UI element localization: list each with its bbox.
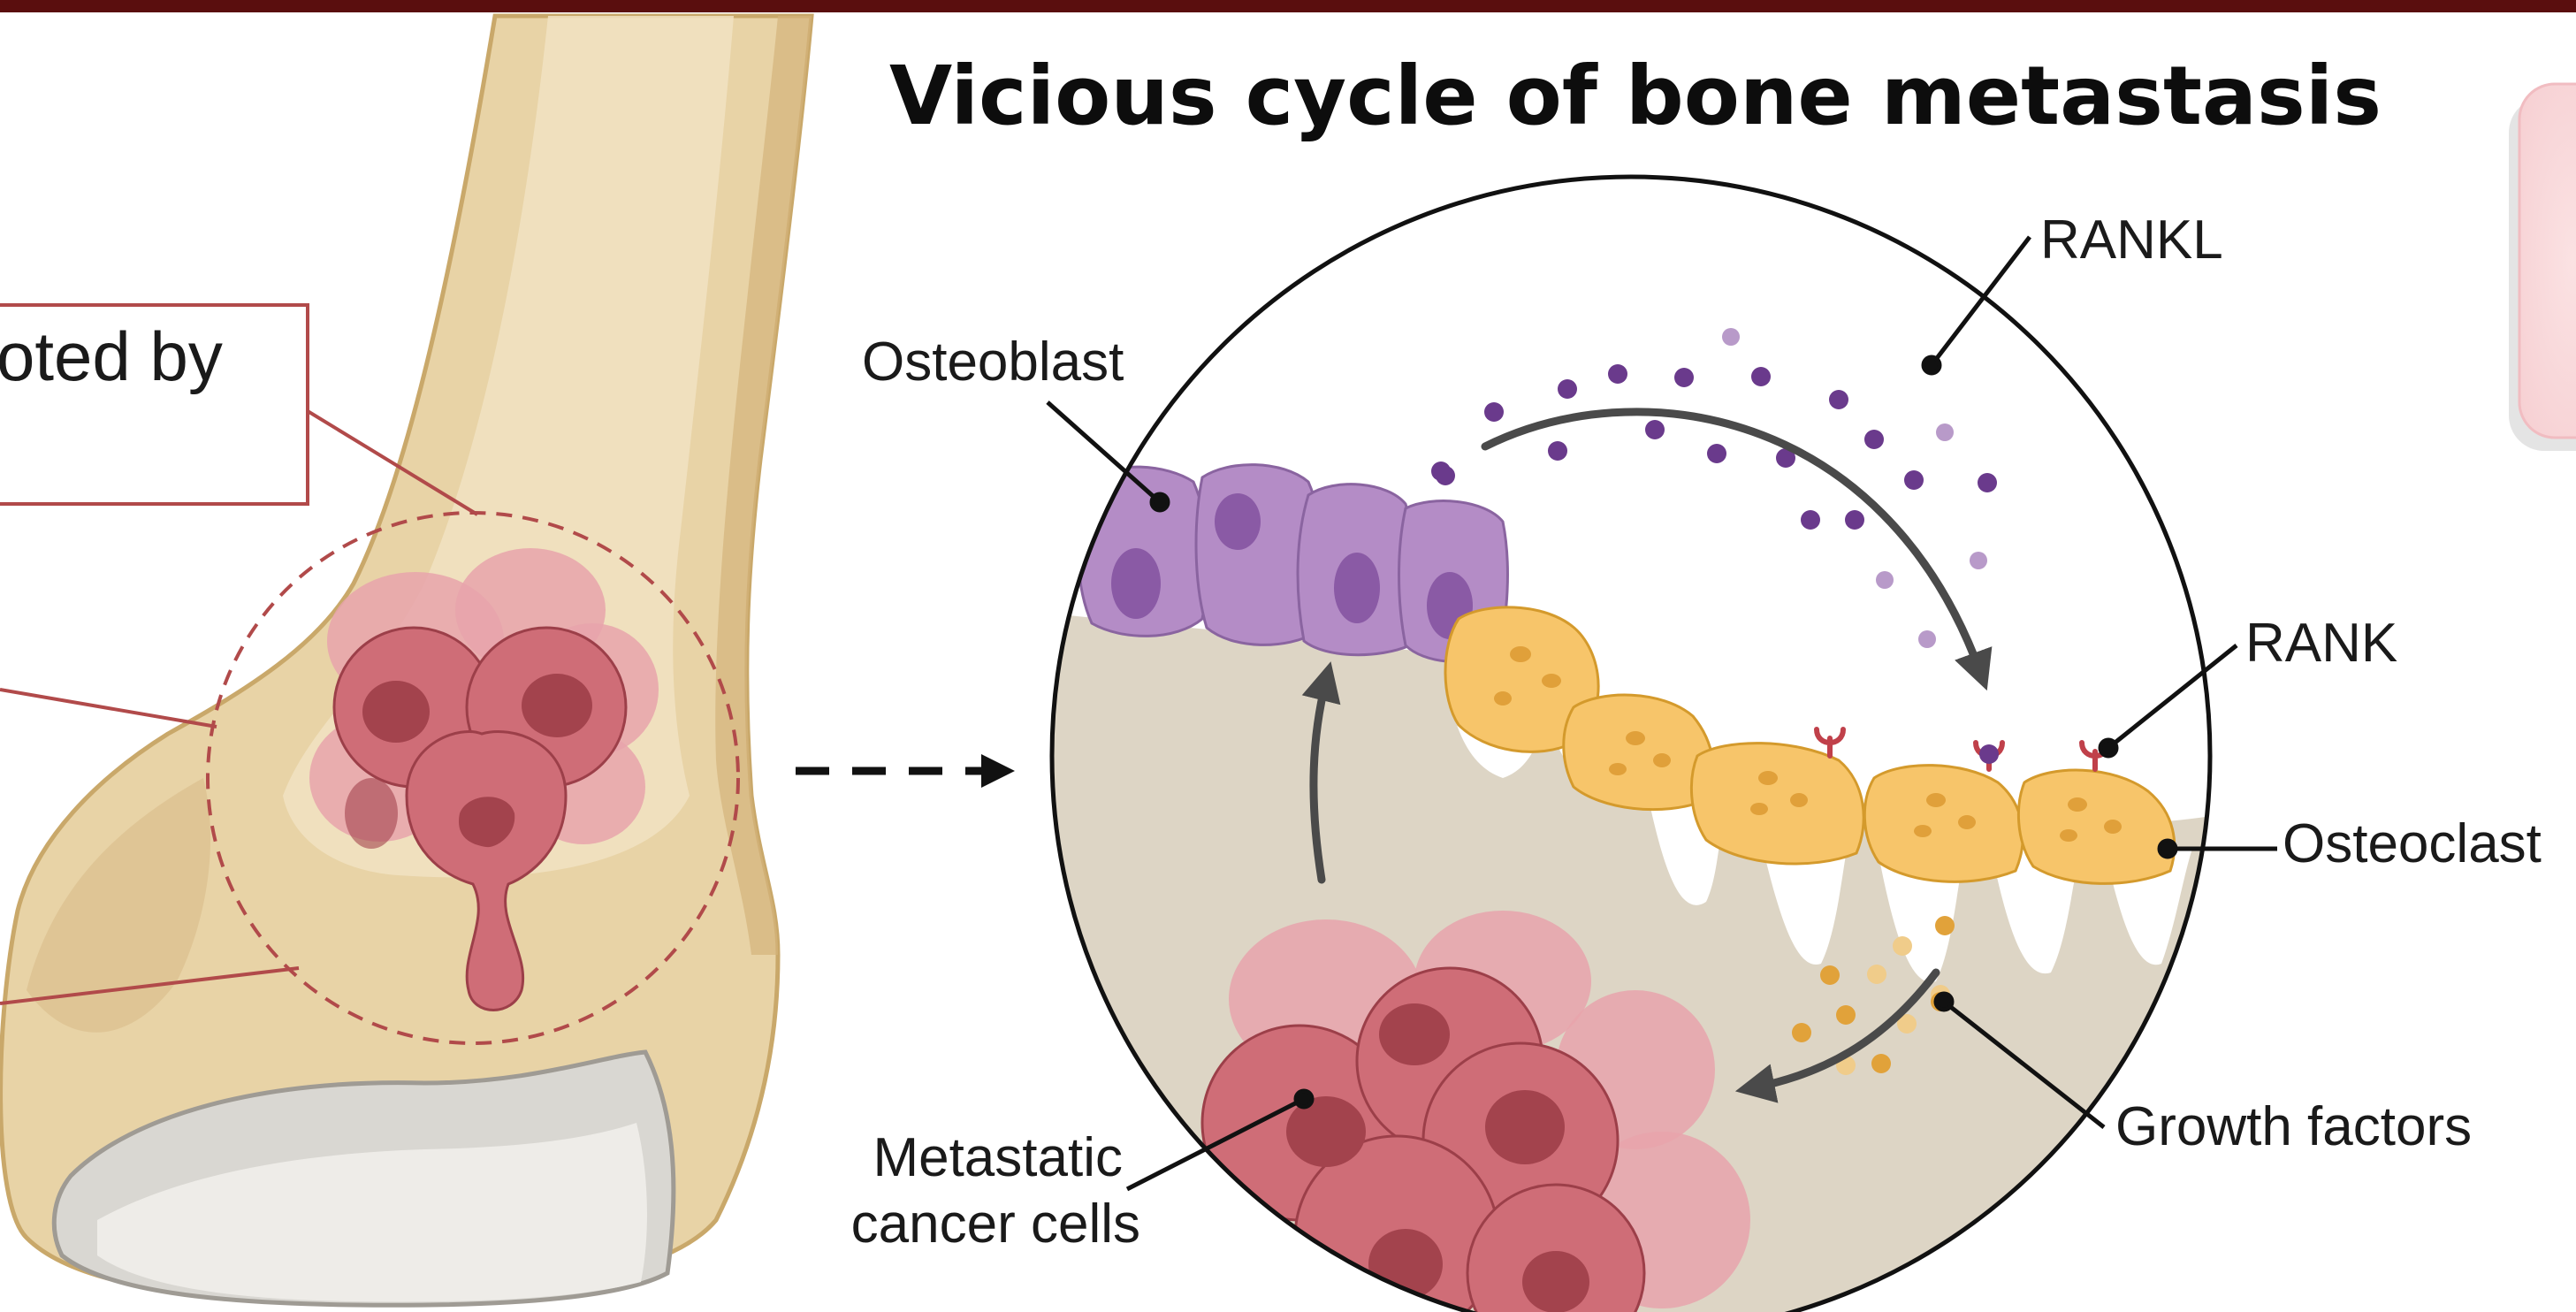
- dashed-arrow: [796, 754, 1015, 788]
- rankl-bound: [1979, 744, 1999, 764]
- label-osteoclast: Osteoclast: [2283, 813, 2542, 874]
- side-panel: [2509, 84, 2576, 451]
- magnified-view: [1017, 177, 2228, 1312]
- callout-text-fragment: oted by: [0, 317, 223, 395]
- top-bar: [0, 0, 2576, 12]
- diagram-title: Vicious cycle of bone metastasis: [889, 49, 2382, 143]
- label-rankl: RANKL: [2040, 210, 2223, 271]
- label-rank: RANK: [2245, 613, 2397, 674]
- label-osteoblast: Osteoblast: [862, 332, 1124, 393]
- label-metastatic-line1: Metastatic: [873, 1127, 1123, 1188]
- connector-line-2: [0, 690, 217, 727]
- label-growth-factors: Growth factors: [2115, 1096, 2472, 1157]
- label-metastatic-line2: cancer cells: [851, 1194, 1140, 1255]
